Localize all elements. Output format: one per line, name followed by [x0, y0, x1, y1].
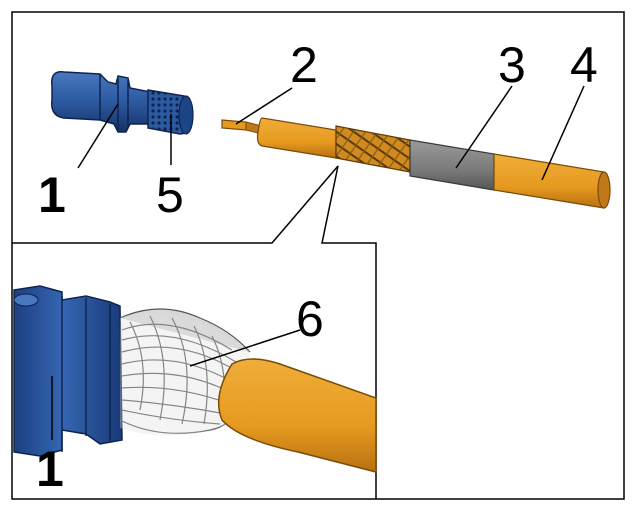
callout-3: 3 — [498, 37, 526, 93]
leader-6 — [189, 329, 301, 367]
braid-detail-icon — [13, 285, 377, 473]
callout-1-bottom: 1 — [36, 441, 64, 497]
callout-2: 2 — [290, 37, 318, 93]
callout-4: 4 — [570, 37, 598, 93]
leader-1-top — [77, 103, 119, 169]
coax-cable-icon — [221, 117, 611, 209]
leader-2 — [235, 87, 293, 125]
callout-1-top: 1 — [38, 167, 66, 223]
coax-connector-icon — [51, 71, 194, 135]
leader-4 — [541, 85, 585, 181]
detail-inset-frame — [12, 165, 377, 499]
outer-frame — [11, 11, 625, 500]
callout-6: 6 — [296, 291, 324, 347]
leader-3 — [455, 85, 513, 169]
callout-5: 5 — [156, 167, 184, 223]
